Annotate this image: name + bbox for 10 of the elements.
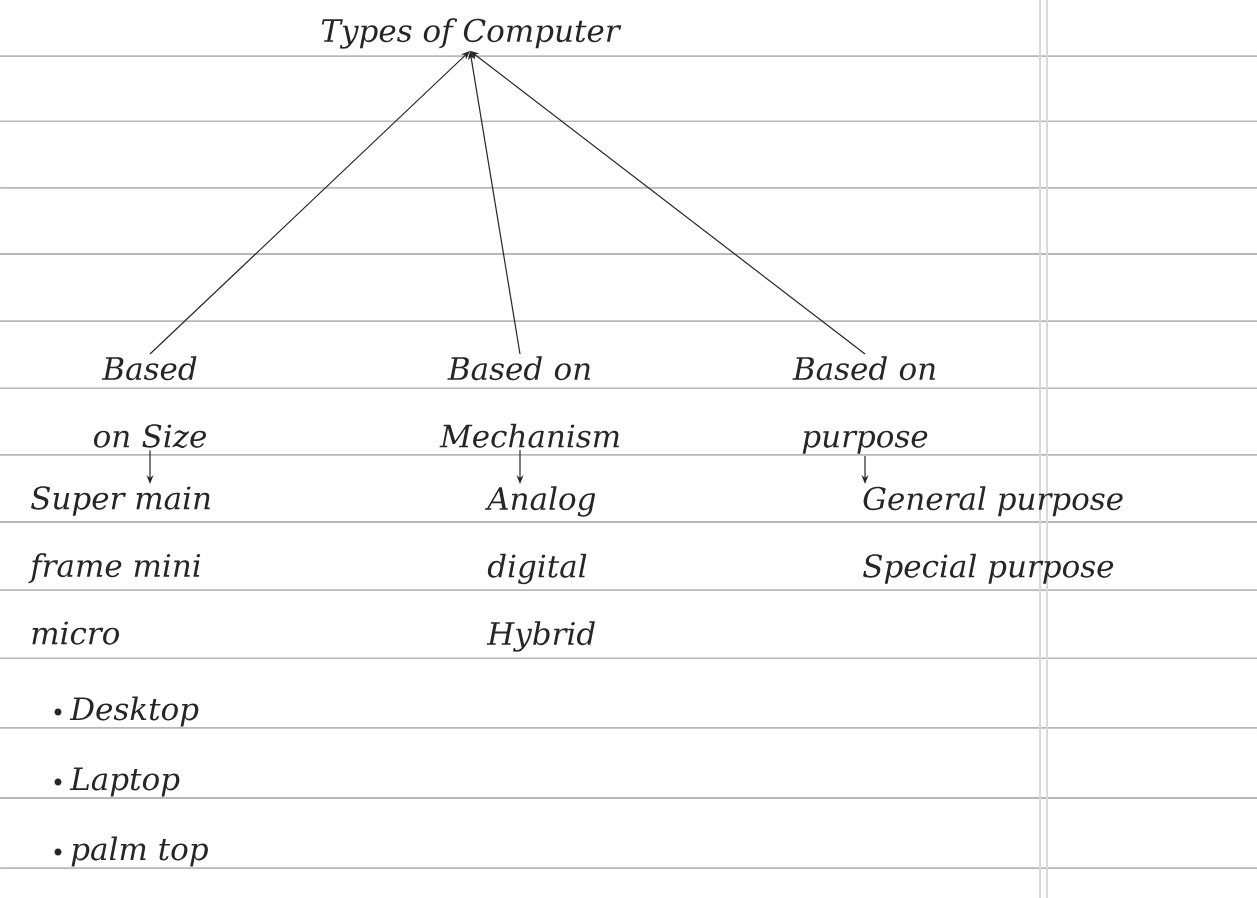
bullet-item: palm top: [54, 836, 208, 867]
list-text: Analog digital Hybrid: [484, 486, 596, 652]
category-text: Based on purpose: [792, 356, 935, 454]
title-text: Types of Computer: [321, 18, 622, 49]
bullet-item: Desktop: [54, 696, 199, 727]
list-text: General purpose Special purpose: [863, 486, 1123, 584]
bullet-item: Laptop: [54, 767, 180, 797]
category-text: Based on Mechanism: [439, 356, 619, 448]
list-text: Super main frame mini micro: [28, 486, 210, 645]
category-text: Based on Size: [93, 356, 206, 449]
